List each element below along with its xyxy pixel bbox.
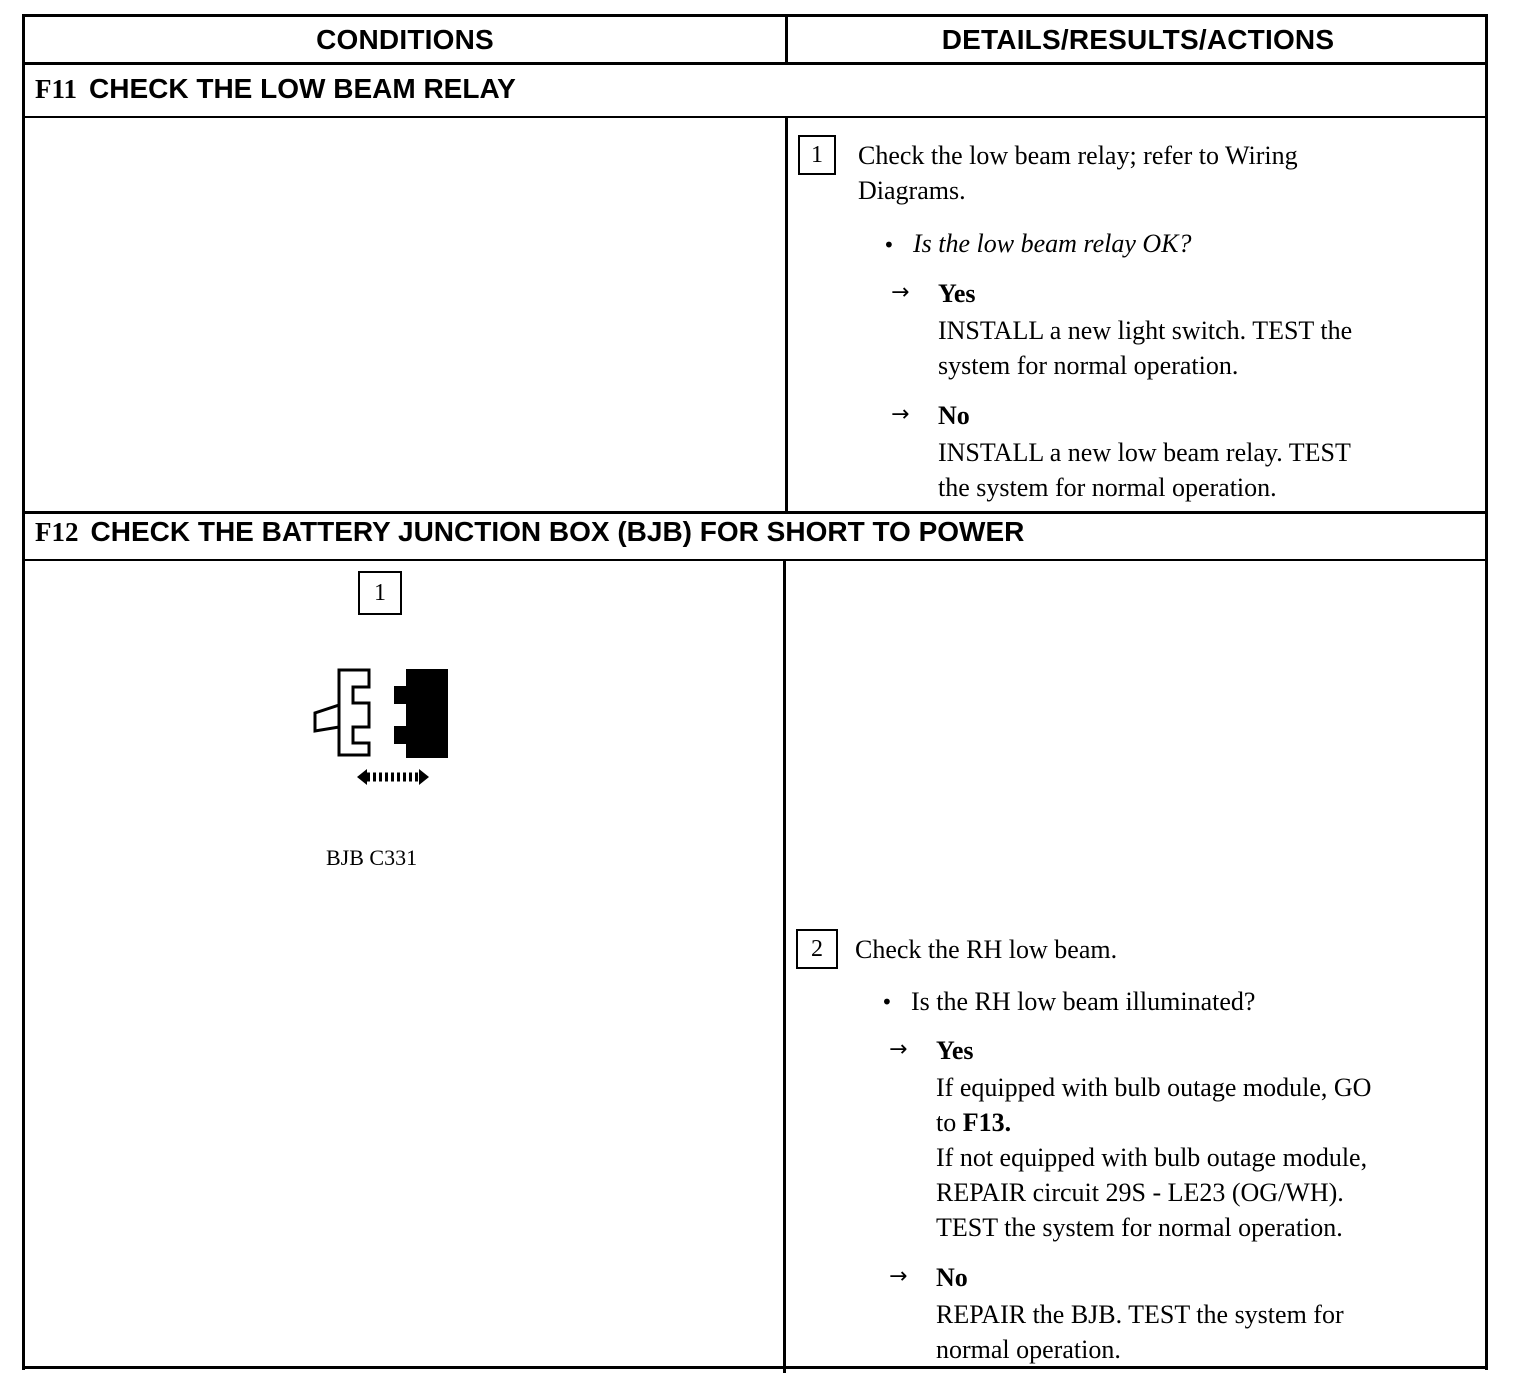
result-no-text: normal operation. [936,1335,1121,1364]
section-rule [25,116,1485,118]
connector-disconnect-icon [313,668,448,785]
step-reference-link[interactable]: F13. [962,1108,1012,1137]
step-text: Diagrams. [858,176,966,205]
diagnostic-table: CONDITIONS DETAILS/RESULTS/ACTIONS F11 C… [22,14,1488,1373]
section-title-f11: F11 CHECK THE LOW BEAM RELAY [35,73,516,105]
column-header-details: DETAILS/RESULTS/ACTIONS [941,24,1335,55]
step-number-box: 2 [796,929,838,969]
column-header-conditions: CONDITIONS [316,24,494,55]
right-arrow-icon: → [891,402,910,427]
header-divider [785,17,788,63]
right-arrow-icon: → [889,1037,908,1062]
section-id: F12 [35,517,79,547]
question-text: Is the RH low beam illuminated? [911,987,1256,1016]
result-yes-text: to F13. [936,1105,1011,1140]
question-text: Is the low beam relay OK? [913,229,1192,258]
result-yes-text: INSTALL a new light switch. TEST the [938,316,1353,345]
connector-caption: BJB C331 [326,845,418,870]
column-divider [785,118,788,511]
section-title-text: CHECK THE BATTERY JUNCTION BOX (BJB) FOR… [90,516,1025,547]
right-arrow-icon: → [889,1264,908,1289]
result-no-label: No [936,1263,968,1292]
result-no-text: REPAIR the BJB. TEST the system for [936,1300,1344,1329]
result-yes-label: Yes [936,1036,974,1065]
bullet-icon: • [881,990,893,1014]
result-yes-text: system for normal operation. [938,351,1239,380]
section-title-text: CHECK THE LOW BEAM RELAY [89,73,516,104]
bullet-icon: • [883,233,895,257]
step-number-box: 1 [358,571,402,615]
result-yes-text: If not equipped with bulb outage module, [936,1143,1368,1172]
header-rule [25,62,1485,65]
result-yes-label: Yes [938,279,976,308]
section-id: F11 [35,74,78,104]
section-rule [25,559,1485,561]
section-title-f12: F12 CHECK THE BATTERY JUNCTION BOX (BJB)… [35,516,1024,548]
result-no-text: INSTALL a new low beam relay. TEST [938,438,1351,467]
result-yes-text: REPAIR circuit 29S - LE23 (OG/WH). [936,1178,1344,1207]
result-no-label: No [938,401,970,430]
result-yes-text-prefix: to [936,1108,963,1137]
table-bottom-rule [22,1366,1488,1369]
step-text: Check the RH low beam. [855,935,1118,964]
section-rule [25,511,1485,514]
column-divider [783,561,786,1373]
step-text: Check the low beam relay; refer to Wirin… [858,141,1298,170]
result-yes-text: TEST the system for normal operation. [936,1213,1343,1242]
result-no-text: the system for normal operation. [938,473,1277,502]
result-yes-text: If equipped with bulb outage module, GO [936,1073,1372,1102]
right-arrow-icon: → [891,280,910,305]
step-number-box: 1 [798,135,836,175]
